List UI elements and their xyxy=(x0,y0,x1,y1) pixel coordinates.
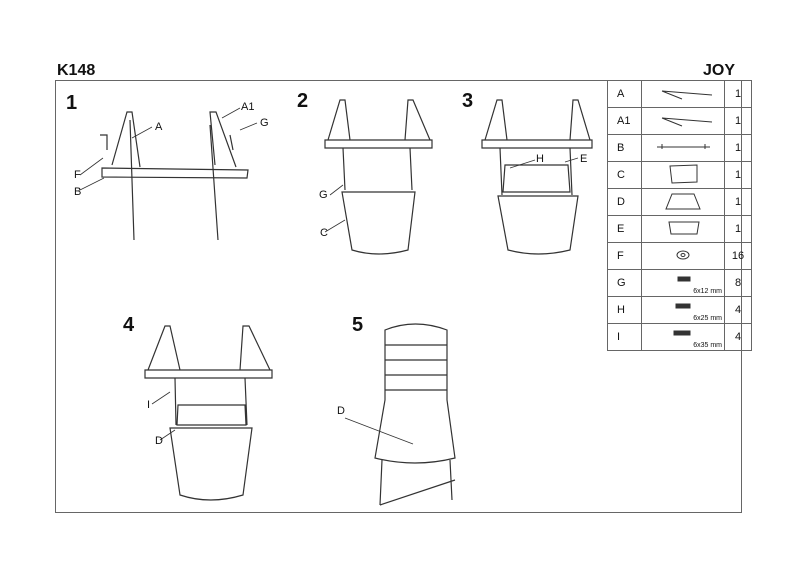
part-image xyxy=(641,215,725,243)
part-label: G xyxy=(260,117,269,129)
part-row: A1 1 xyxy=(607,107,752,135)
part-image: 6x12 mm xyxy=(641,269,725,297)
part-qty: 1 xyxy=(724,215,752,243)
part-label: D xyxy=(155,435,163,447)
part-row: F 16 xyxy=(607,242,752,270)
part-qty: 4 xyxy=(724,296,752,324)
step3-drawing xyxy=(481,99,593,255)
part-label: A1 xyxy=(241,101,255,113)
part-6-icon xyxy=(676,250,690,260)
model-code: K148 xyxy=(57,62,96,79)
part-3-icon xyxy=(669,164,698,184)
step-number: 1 xyxy=(66,92,78,114)
part-9-icon xyxy=(673,330,691,336)
product-name: JOY xyxy=(703,62,736,79)
step2-drawing xyxy=(324,99,433,255)
part-1-icon xyxy=(661,117,713,127)
part-qty: 1 xyxy=(724,188,752,216)
part-label: B xyxy=(74,186,82,198)
part-qty: 1 xyxy=(724,107,752,135)
part-image: 6x35 mm xyxy=(641,323,725,351)
part-id: H xyxy=(607,296,642,324)
part-image xyxy=(641,161,725,189)
part-id: A1 xyxy=(607,107,642,135)
part-id: C xyxy=(607,161,642,189)
part-0-icon xyxy=(661,90,713,100)
part-image xyxy=(641,107,725,135)
part-qty: 8 xyxy=(724,269,752,297)
part-size: 6x12 mm xyxy=(693,288,722,295)
part-image xyxy=(641,242,725,270)
part-qty: 4 xyxy=(724,323,752,351)
part-qty: 16 xyxy=(724,242,752,270)
part-id: F xyxy=(607,242,642,270)
part-id: B xyxy=(607,134,642,162)
part-label: D xyxy=(337,405,345,417)
part-4-icon xyxy=(665,193,701,210)
part-qty: 1 xyxy=(724,134,752,162)
step4-drawing xyxy=(144,325,273,501)
part-label: C xyxy=(320,227,328,239)
part-label: E xyxy=(580,153,588,165)
part-label: G xyxy=(319,189,328,201)
part-image xyxy=(641,188,725,216)
part-size: 6x35 mm xyxy=(693,342,722,349)
part-2-icon xyxy=(657,144,710,149)
part-5-icon xyxy=(668,221,700,235)
step-number: 4 xyxy=(123,314,135,336)
part-id: D xyxy=(607,188,642,216)
part-8-icon xyxy=(675,303,691,309)
step5-drawing xyxy=(374,323,456,506)
part-label: H xyxy=(536,153,544,165)
part-qty: 1 xyxy=(724,161,752,189)
step-number: 5 xyxy=(352,314,364,336)
part-size: 6x25 mm xyxy=(693,315,722,322)
step-number: 3 xyxy=(462,90,474,112)
part-id: I xyxy=(607,323,642,351)
part-qty: 1 xyxy=(724,80,752,108)
part-7-icon xyxy=(677,276,691,282)
part-image: 6x25 mm xyxy=(641,296,725,324)
step1-drawing xyxy=(100,111,249,241)
step-number: 2 xyxy=(297,90,309,112)
part-label: F xyxy=(74,169,81,181)
part-image xyxy=(641,80,725,108)
part-id: E xyxy=(607,215,642,243)
part-label: A xyxy=(155,121,163,133)
part-label: I xyxy=(147,399,151,411)
part-id: A xyxy=(607,80,642,108)
part-id: G xyxy=(607,269,642,297)
part-image xyxy=(641,134,725,162)
